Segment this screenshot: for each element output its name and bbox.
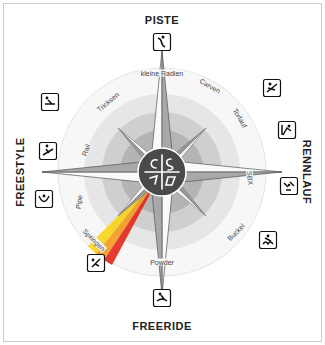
main-star: [42, 50, 282, 295]
ring-label: Powder: [149, 259, 175, 266]
sport-icons: [36, 34, 298, 307]
ring-label: SBX: [246, 170, 254, 187]
category-label: FREESTYLE: [15, 137, 26, 206]
logo: [145, 155, 179, 189]
logo-disc: [138, 148, 186, 196]
frame: [4, 4, 322, 342]
category-label: PISTE: [145, 15, 179, 26]
category-label: FREERIDE: [132, 321, 192, 332]
category-label: RENNLAUF: [301, 140, 312, 205]
ring-label: kleine Radien: [140, 70, 184, 77]
